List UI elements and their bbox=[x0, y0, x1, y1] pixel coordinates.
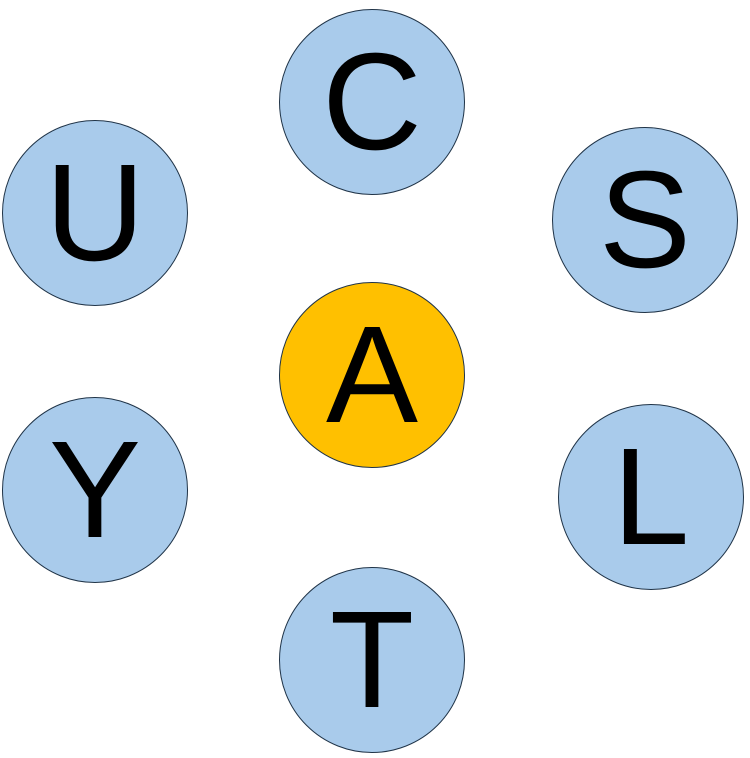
letter-tile-upper-left[interactable]: U bbox=[2, 120, 188, 306]
letter-tile-top[interactable]: C bbox=[279, 9, 465, 195]
letter-tile-bottom[interactable]: T bbox=[279, 567, 465, 753]
letter-tile-lower-left[interactable]: Y bbox=[2, 397, 188, 583]
letter-tile-lower-right[interactable]: L bbox=[558, 404, 744, 590]
letter-tile-lower-left-label: Y bbox=[48, 413, 142, 567]
center-letter-label: A bbox=[325, 298, 419, 452]
letter-tile-upper-right-label: S bbox=[598, 143, 692, 297]
center-letter-tile[interactable]: A bbox=[279, 282, 465, 468]
letter-tile-upper-left-label: U bbox=[45, 136, 145, 290]
letter-tile-top-label: C bbox=[322, 25, 422, 179]
letter-tile-upper-right[interactable]: S bbox=[552, 127, 738, 313]
letter-tile-bottom-label: T bbox=[329, 583, 415, 737]
letter-tile-lower-right-label: L bbox=[612, 420, 690, 574]
